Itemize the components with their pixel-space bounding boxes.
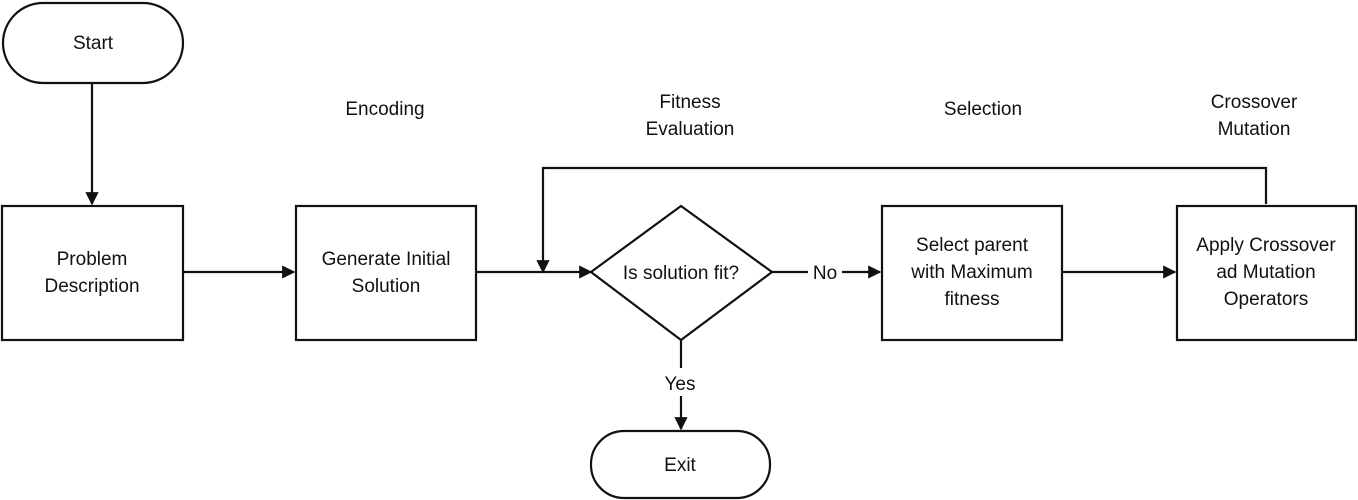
exit-terminal — [589, 429, 772, 500]
problem-description-line1: Problem — [57, 249, 128, 270]
stage-label-crossover-line1: Crossover — [1211, 92, 1298, 113]
generate-initial-solution-line2: Solution — [352, 276, 421, 297]
apply-crossover-mutation-line3: Operators — [1224, 289, 1308, 310]
solution-fit-decision-label: Is solution fit? — [623, 263, 739, 284]
select-parent-line3: fitness — [945, 289, 1000, 310]
edge-label-no: No — [813, 263, 837, 284]
select-parent-line1: Select parent — [916, 235, 1029, 256]
stage-label-encoding: Encoding — [345, 99, 424, 120]
apply-crossover-mutation-box — [1175, 204, 1358, 342]
problem-description-line2: Description — [44, 276, 139, 297]
generate-initial-solution-box — [294, 204, 478, 342]
start-label: Start — [73, 33, 114, 54]
apply-crossover-mutation-line1: Apply Crossover — [1196, 235, 1336, 256]
apply-crossover-mutation-line2: ad Mutation — [1216, 262, 1315, 283]
select-parent-line2: with Maximum — [910, 262, 1032, 283]
stage-label-fitness-line2: Evaluation — [646, 119, 735, 140]
generate-initial-solution-line1: Generate Initial — [322, 249, 451, 270]
solution-fit-decision — [589, 204, 774, 342]
select-parent-box — [880, 204, 1064, 342]
stage-label-selection: Selection — [944, 99, 1022, 120]
edge-loop-back-to-decision — [536, 166, 1268, 274]
stage-label-crossover-line2: Mutation — [1218, 119, 1291, 140]
exit-label: Exit — [664, 455, 696, 476]
problem-description-box — [0, 204, 185, 342]
edge-label-yes: Yes — [665, 374, 696, 395]
stage-label-fitness-line1: Fitness — [659, 92, 720, 113]
start-terminal — [1, 1, 185, 85]
